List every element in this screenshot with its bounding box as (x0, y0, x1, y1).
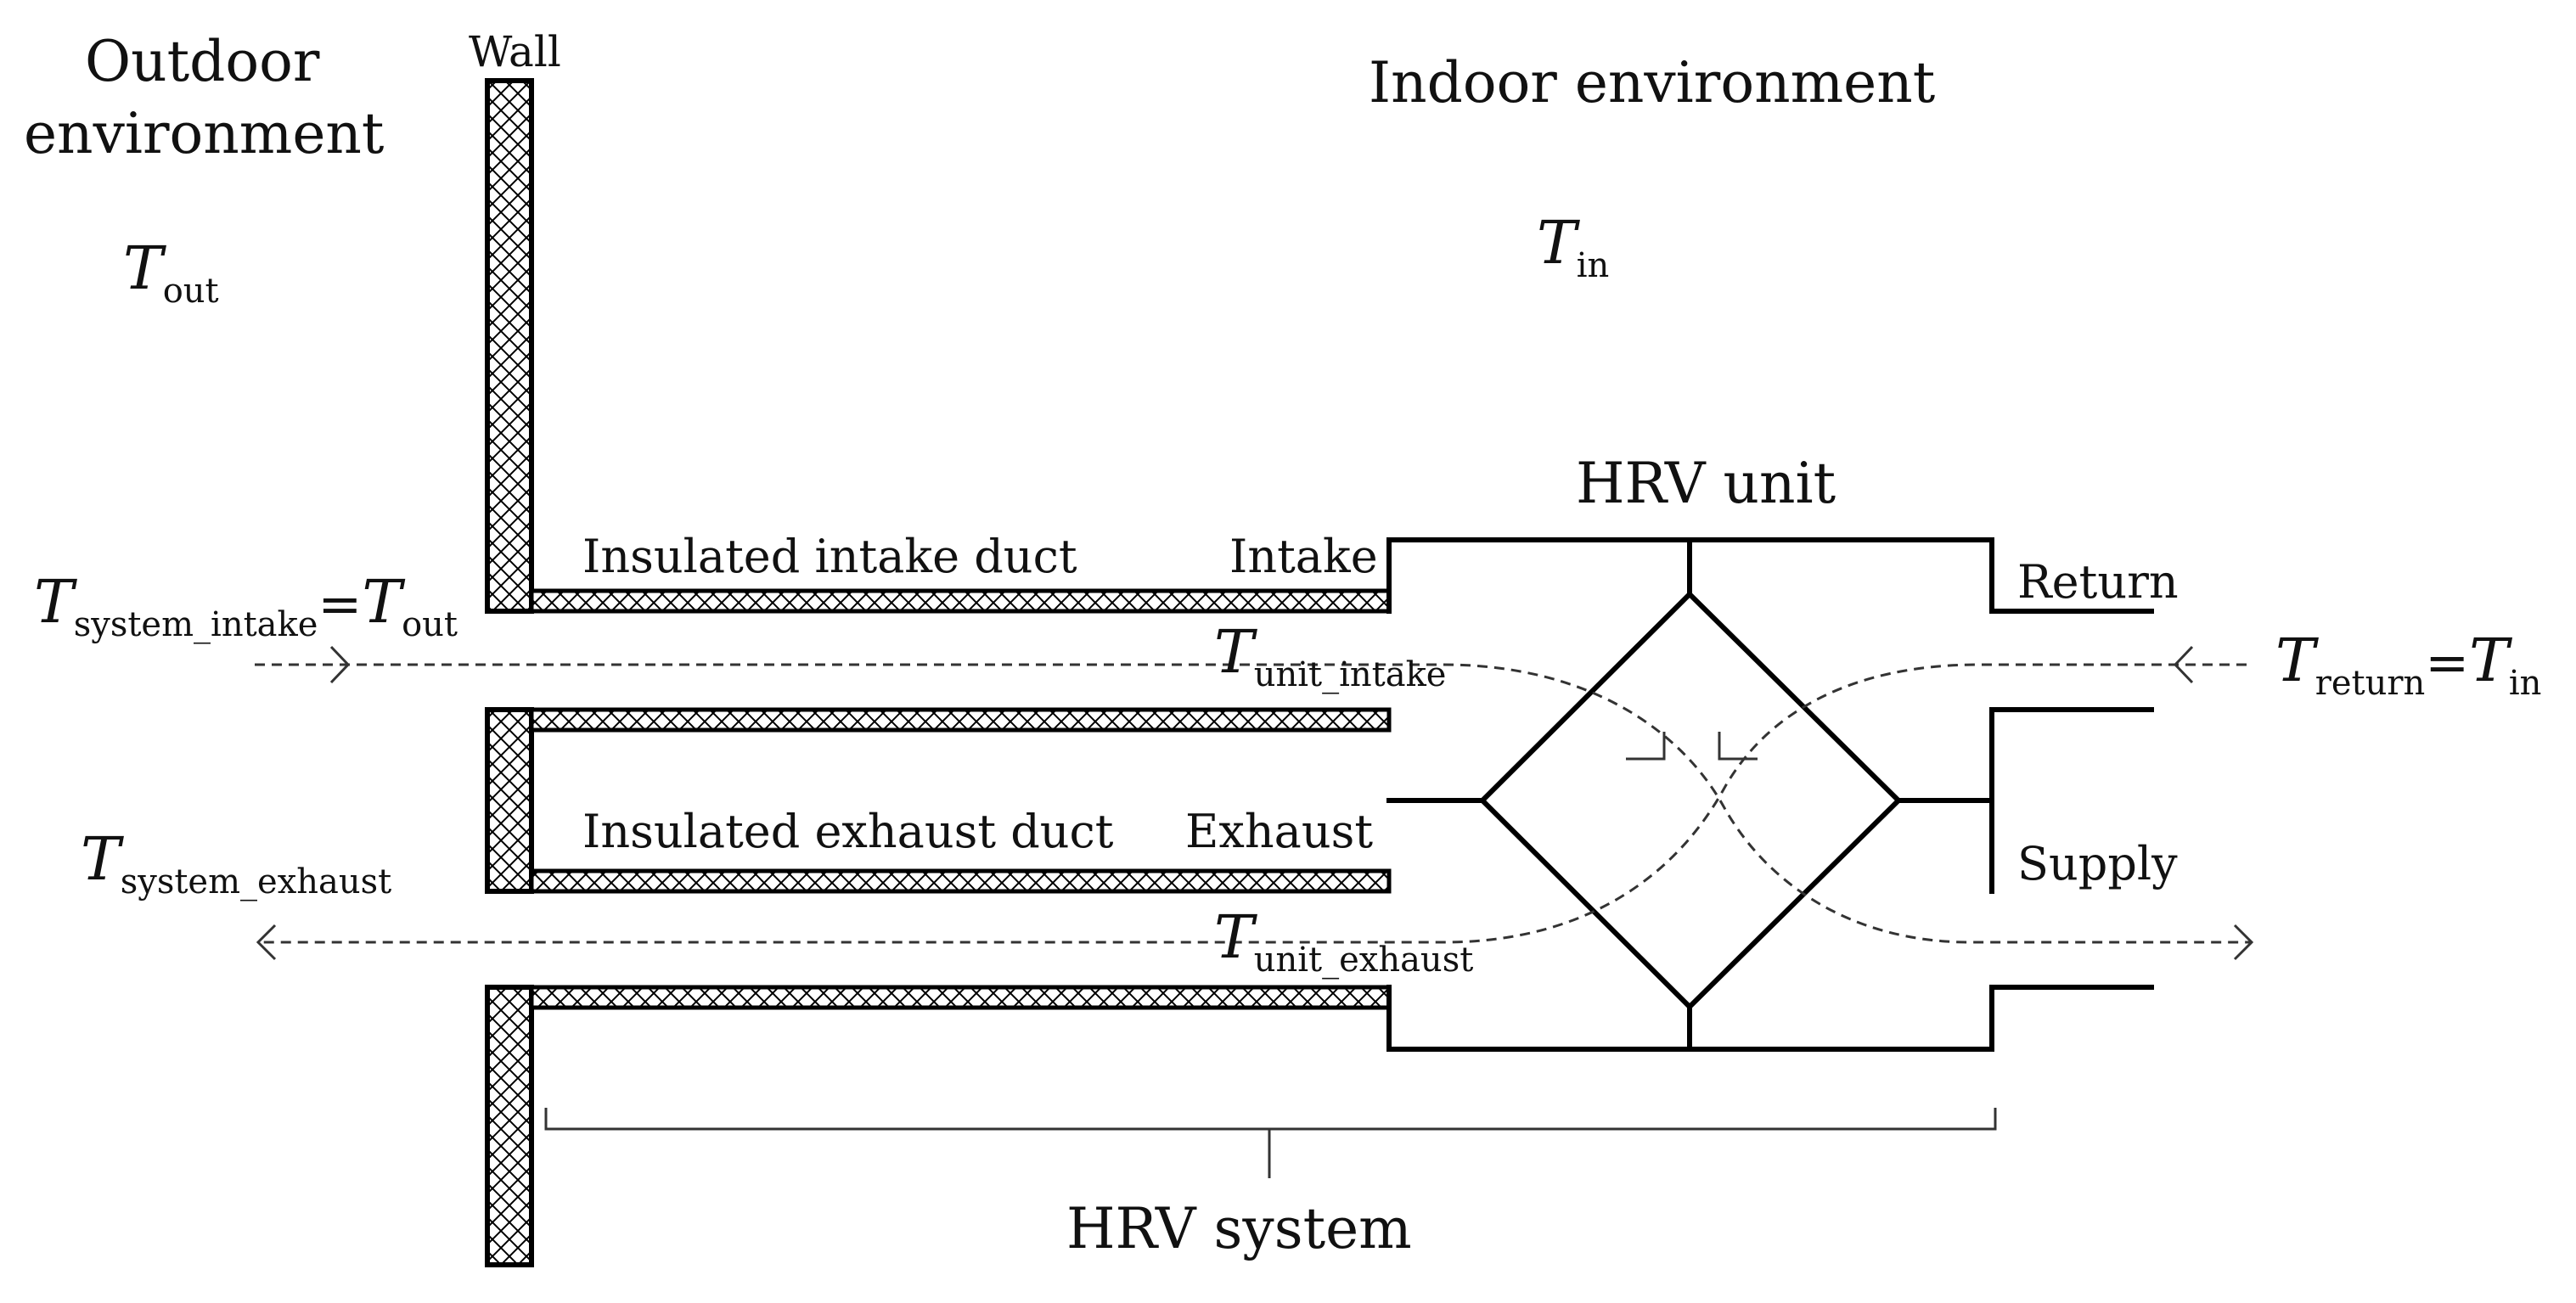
supply-label: Supply (2017, 837, 2178, 890)
return-label: Return (2017, 555, 2179, 609)
exhaust-duct-insulation-top (529, 707, 1392, 733)
insulated-exhaust-duct-label: Insulated exhaust duct (582, 805, 1114, 858)
wall-top (485, 78, 534, 614)
t-unit-exhaust-symbol: Tunit_exhaust (1214, 902, 1473, 980)
hrv-system-label: HRV system (1066, 1196, 1412, 1261)
outdoor-label-line1: Outdoor (85, 29, 320, 94)
core-connectors (1386, 537, 1994, 1052)
intake-flow-path (255, 663, 2250, 944)
indoor-label: Indoor environment (1369, 50, 1935, 115)
t-out-symbol: Tout (123, 233, 219, 311)
t-return-equation: Treturn=Tin (2275, 626, 2541, 703)
wall-bottom (485, 985, 534, 1267)
t-system-intake-equation: Tsystem_intake=Tout (34, 567, 458, 644)
lower-duct-insulation (529, 985, 1392, 1010)
outdoor-label-line2: environment (24, 101, 384, 166)
t-unit-intake-symbol: Tunit_intake (1214, 617, 1446, 694)
exhaust-duct-insulation-bottom (529, 868, 1392, 894)
t-system-exhaust-symbol: Tsystem_exhaust (81, 824, 391, 901)
insulated-intake-duct-label: Insulated intake duct (582, 530, 1077, 583)
heat-exchanger-core (1478, 590, 1903, 1011)
wall-middle (485, 707, 534, 894)
intake-duct-insulation (529, 588, 1392, 614)
wall-label: Wall (469, 27, 561, 76)
exhaust-flow-arrow (256, 645, 2194, 961)
hrv-unit-label: HRV unit (1576, 451, 1836, 516)
hrv-system-brace (544, 1108, 1997, 1178)
exhaust-flow-path (260, 663, 2247, 944)
t-in-symbol: Tin (1537, 208, 1609, 285)
exhaust-label: Exhaust (1185, 805, 1373, 858)
core-flow-marks (1626, 732, 1758, 761)
intake-flow-arrow (329, 645, 2254, 961)
hrv-unit-outline (1386, 537, 2154, 1052)
intake-label: Intake (1229, 530, 1378, 583)
